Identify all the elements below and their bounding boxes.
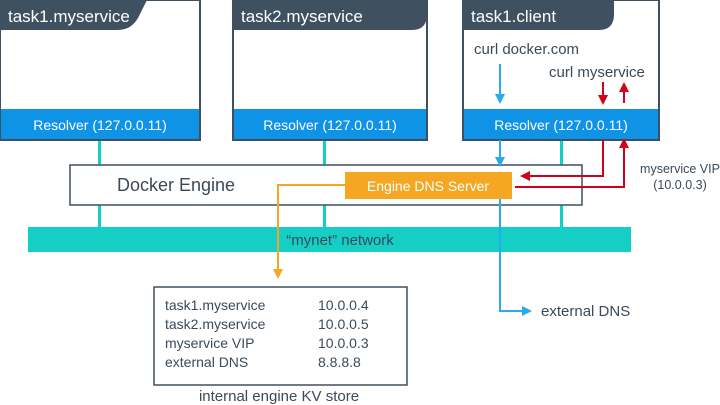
container-task2-myservice: task2.myservice Resolver (127.0.0.11) — [232, 0, 428, 141]
kv-ip: 10.0.0.3 — [318, 335, 369, 351]
container-title: task1.client — [471, 7, 556, 26]
container-tab — [233, 0, 427, 30]
vip-label-line1: myservice VIP — [640, 162, 720, 176]
resolver-bar — [464, 109, 658, 139]
kv-name: myservice VIP — [165, 335, 254, 351]
resolver-bar — [234, 109, 426, 139]
curl-myservice-label: curl myservice — [549, 64, 645, 81]
container-task1-myservice: task1.myservice Resolver (127.0.0.11) — [0, 0, 201, 141]
arrow-to-external-dns — [499, 199, 532, 316]
resolver-label: Resolver (127.0.0.11) — [263, 117, 397, 133]
kv-row: task2.myservice 10.0.0.5 — [165, 316, 369, 332]
kv-ip: 10.0.0.4 — [318, 297, 369, 313]
kv-row: task1.myservice 10.0.0.4 — [165, 297, 369, 313]
resolver-bar — [1, 109, 199, 139]
kv-row: myservice VIP 10.0.0.3 — [165, 335, 369, 351]
external-dns-label: external DNS — [541, 303, 630, 320]
vip-label-line2: (10.0.0.3) — [653, 178, 707, 192]
container-task1-client: task1.client curl docker.com curl myserv… — [462, 0, 660, 141]
kv-name: task2.myservice — [165, 316, 266, 332]
network-label: “mynet” network — [286, 232, 394, 249]
arrow-dns-to-kv-store — [273, 184, 345, 279]
container-title: task2.myservice — [241, 7, 363, 26]
container-tab — [463, 0, 614, 30]
mynet-network-bar — [28, 227, 631, 252]
resolver-label: Resolver (127.0.0.11) — [494, 117, 628, 133]
arrow-query-to-dns — [520, 140, 604, 181]
container-tab — [0, 0, 147, 30]
kv-store: task1.myservice 10.0.0.4 task2.myservice… — [153, 286, 408, 386]
curl-docker-label: curl docker.com — [474, 41, 579, 58]
kv-ip: 8.8.8.8 — [318, 354, 361, 370]
arrow-vip-response — [515, 138, 629, 188]
resolver-label: Resolver (127.0.0.11) — [33, 117, 167, 133]
kv-name: task1.myservice — [165, 297, 266, 313]
kv-store-caption: internal engine KV store — [199, 388, 359, 405]
container-title: task1.myservice — [8, 7, 130, 26]
kv-row: external DNS 8.8.8.8 — [165, 354, 361, 370]
kv-name: external DNS — [165, 354, 248, 370]
docker-engine-label: Docker Engine — [117, 175, 235, 195]
engine-dns-server-label: Engine DNS Server — [367, 178, 490, 194]
engine-dns-server — [345, 172, 512, 199]
kv-ip: 10.0.0.5 — [318, 316, 369, 332]
